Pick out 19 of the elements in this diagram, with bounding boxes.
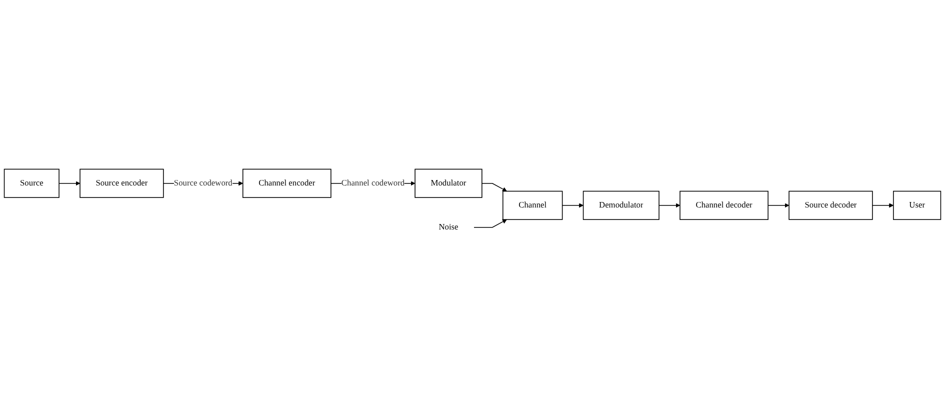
node-box: Source <box>4 168 60 198</box>
arrow <box>474 218 507 228</box>
arrow <box>482 182 507 192</box>
node-box: Channel encoder <box>242 168 332 198</box>
arrow <box>872 202 894 208</box>
node-box: Modulator <box>414 168 482 198</box>
node-text: Noise <box>438 222 458 232</box>
edge-label: Channel codeword <box>341 178 405 188</box>
node-box: Channel <box>502 190 563 220</box>
edge-label: Source codeword <box>174 178 232 188</box>
node-box: Channel decoder <box>680 190 768 220</box>
arrow <box>768 202 790 208</box>
node-box: User <box>893 190 942 220</box>
arrow <box>658 202 680 208</box>
node-box: Source decoder <box>788 190 873 220</box>
arrow <box>562 202 584 208</box>
node-box: Demodulator <box>582 190 660 220</box>
arrow <box>58 180 80 186</box>
node-box: Source encoder <box>80 168 164 198</box>
